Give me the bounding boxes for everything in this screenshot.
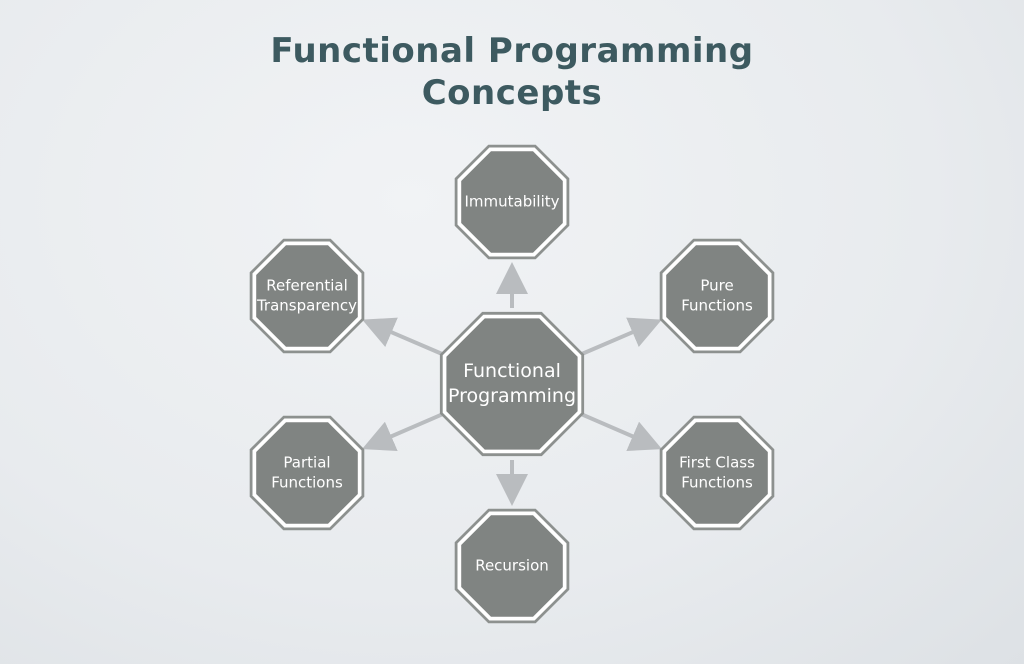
arrow-to-pure-functions [581, 317, 662, 356]
title-line-2: Concepts [421, 73, 603, 113]
arrows-layer [361, 262, 663, 506]
node-first-class-functions-label-line-2: Functions [681, 474, 753, 492]
node-first-class-functions-label-line-1: First Class [679, 454, 755, 472]
node-referential-transparency-label-line-2: Transparency [256, 297, 357, 315]
node-referential-transparency-inner-octagon [256, 245, 358, 347]
node-partial-functions-label-line-2: Functions [271, 474, 343, 492]
node-immutability: Immutability [454, 144, 570, 260]
node-recursion-inner-octagon [461, 515, 563, 617]
node-functional-programming-inner-octagon [446, 318, 578, 450]
node-partial-functions-label-line-1: Partial [283, 454, 330, 472]
node-immutability-label-line-1: Immutability [464, 193, 559, 211]
node-pure-functions-inner-octagon [666, 245, 768, 347]
node-functional-programming-label-line-2: Programming [448, 385, 576, 407]
arrow-to-first-class-functions [580, 412, 663, 452]
node-partial-functions-inner-octagon [256, 422, 358, 524]
title-line-1: Functional Programming [270, 31, 754, 71]
node-pure-functions-label-line-1: Pure [700, 277, 733, 295]
node-recursion: Recursion [454, 508, 570, 624]
arrow-to-partial-functions [361, 412, 444, 452]
node-recursion-label-line-1: Recursion [475, 557, 549, 575]
node-immutability-inner-octagon [461, 151, 563, 253]
page-title: Functional Programming Concepts [0, 30, 1024, 114]
arrow-to-referential-transparency [362, 317, 443, 356]
node-referential-transparency-label-line-1: Referential [266, 277, 347, 295]
node-first-class-functions-inner-octagon [666, 422, 768, 524]
node-pure-functions-label-line-2: Functions [681, 297, 753, 315]
node-functional-programming-label-line-1: Functional [463, 360, 561, 382]
